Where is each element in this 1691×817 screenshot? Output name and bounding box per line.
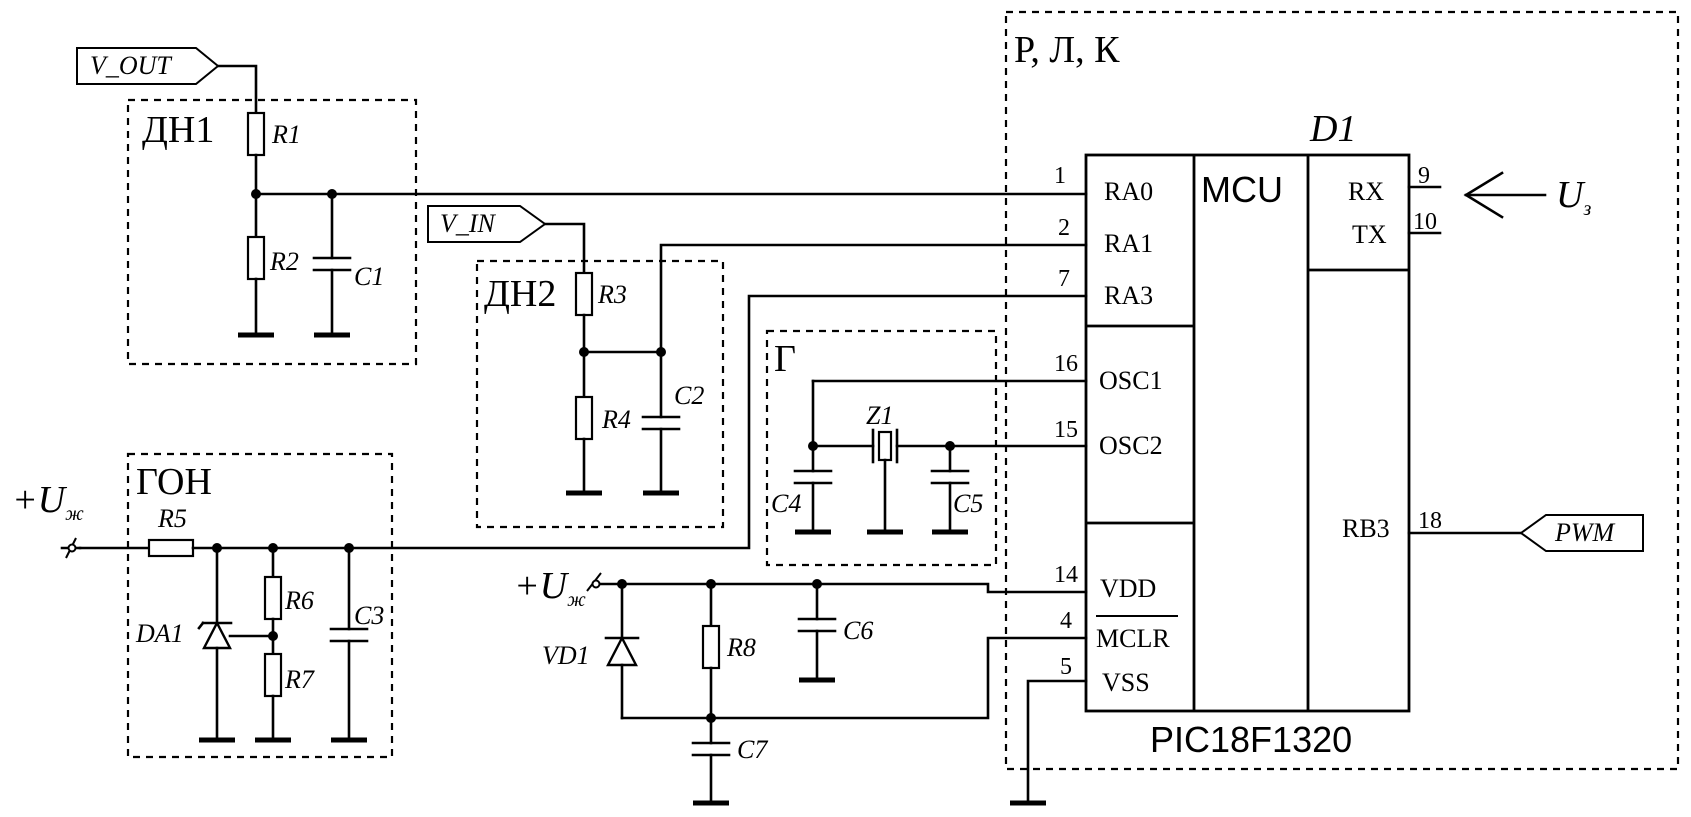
resistor-r5 — [147, 538, 195, 558]
block-gon — [126, 452, 394, 759]
mcu-part-number: PIC18F1320 — [1150, 719, 1352, 760]
label-r3: R3 — [597, 280, 627, 309]
label-da1: DA1 — [135, 619, 184, 648]
pin-num-osc2: 15 — [1054, 417, 1078, 443]
pin-num-rx: 9 — [1418, 163, 1430, 189]
pin-num-vdd: 14 — [1054, 562, 1078, 588]
pin-num-ra3: 7 — [1058, 266, 1070, 292]
label-c6: C6 — [843, 616, 873, 645]
svg-text:V_IN: V_IN — [440, 209, 497, 238]
pin-num-osc1: 16 — [1054, 351, 1078, 377]
pin-name-mclr: MCLR — [1096, 624, 1170, 653]
pin-num-mclr: 4 — [1060, 608, 1072, 634]
label-c5: C5 — [953, 489, 983, 518]
port-v-out: V_OUT — [76, 47, 220, 85]
capacitor-c3 — [329, 546, 369, 743]
port-v-in: V_IN — [427, 205, 547, 243]
svg-text:PWM: PWM — [1554, 518, 1616, 547]
pin-num-ra1: 2 — [1058, 215, 1070, 241]
label-c1: C1 — [354, 262, 384, 291]
label-vd1: VD1 — [542, 641, 590, 670]
pin-name-vdd: VDD — [1100, 574, 1156, 603]
microcontroller-d1 — [1084, 153, 1411, 713]
mcu-core-label: MCU — [1201, 169, 1283, 210]
block-dn2-label: ДН2 — [484, 273, 556, 315]
resistor-r4 — [574, 395, 594, 441]
pin-name-tx: TX — [1352, 220, 1387, 249]
pin-num-rb3: 18 — [1418, 508, 1442, 534]
block-dn1-label: ДН1 — [142, 109, 214, 151]
pin-num-ra0: 1 — [1054, 163, 1066, 189]
block-rlk-label: Р, Л, К — [1014, 29, 1120, 71]
resistor-r2 — [246, 235, 266, 281]
pin-name-rx: RX — [1348, 177, 1384, 206]
pin-name-osc1: OSC1 — [1099, 366, 1163, 395]
pin-name-ra1: RA1 — [1104, 229, 1153, 258]
label-z1: Z1 — [866, 401, 893, 430]
label-r7: R7 — [284, 665, 315, 694]
supply-label-mid: +Uж — [514, 565, 586, 611]
crystal-z1 — [867, 428, 903, 535]
label-r2: R2 — [269, 247, 299, 276]
pin-num-tx: 10 — [1413, 209, 1437, 235]
capacitor-c6 — [797, 582, 837, 683]
block-gon-label: ГОН — [136, 461, 212, 503]
resistor-r3 — [574, 271, 594, 317]
label-c3: C3 — [354, 601, 384, 630]
resistor-r6 — [263, 575, 283, 621]
pin-name-ra3: RA3 — [1104, 281, 1153, 310]
pin-name-osc2: OSC2 — [1099, 431, 1163, 460]
block-generator-label: Г — [774, 338, 796, 380]
mcu-designator: D1 — [1309, 108, 1356, 150]
control-input-label: Uз — [1556, 174, 1591, 220]
block-dn2 — [475, 259, 725, 529]
label-r5: R5 — [157, 504, 187, 533]
port-pwm: PWM — [1519, 514, 1644, 552]
label-c2: C2 — [674, 381, 704, 410]
capacitor-c5 — [930, 444, 970, 535]
resistor-r7 — [263, 652, 283, 698]
label-c7: C7 — [737, 735, 768, 764]
pin-num-vss: 5 — [1060, 654, 1072, 680]
capacitor-c2 — [641, 350, 681, 496]
block-dn1 — [126, 98, 418, 366]
label-r8: R8 — [726, 633, 756, 662]
capacitor-c7 — [691, 716, 731, 806]
capacitor-c1 — [312, 192, 352, 338]
diode-vd1 — [604, 582, 640, 720]
pin-name-rb3: RB3 — [1342, 514, 1390, 543]
supply-label-left: +Uж — [12, 479, 84, 525]
label-r1: R1 — [271, 120, 301, 149]
label-r4: R4 — [601, 405, 631, 434]
zener-da1 — [197, 546, 235, 743]
pin-name-ra0: RA0 — [1104, 177, 1153, 206]
label-r6: R6 — [284, 586, 314, 615]
capacitor-c4 — [793, 444, 833, 535]
block-generator — [765, 329, 998, 567]
resistor-r8 — [701, 624, 721, 670]
pin-name-vss: VSS — [1102, 668, 1150, 697]
label-c4: C4 — [771, 489, 801, 518]
control-input-arrow — [1463, 171, 1547, 219]
resistor-r1 — [246, 111, 266, 157]
svg-text:V_OUT: V_OUT — [90, 51, 172, 80]
